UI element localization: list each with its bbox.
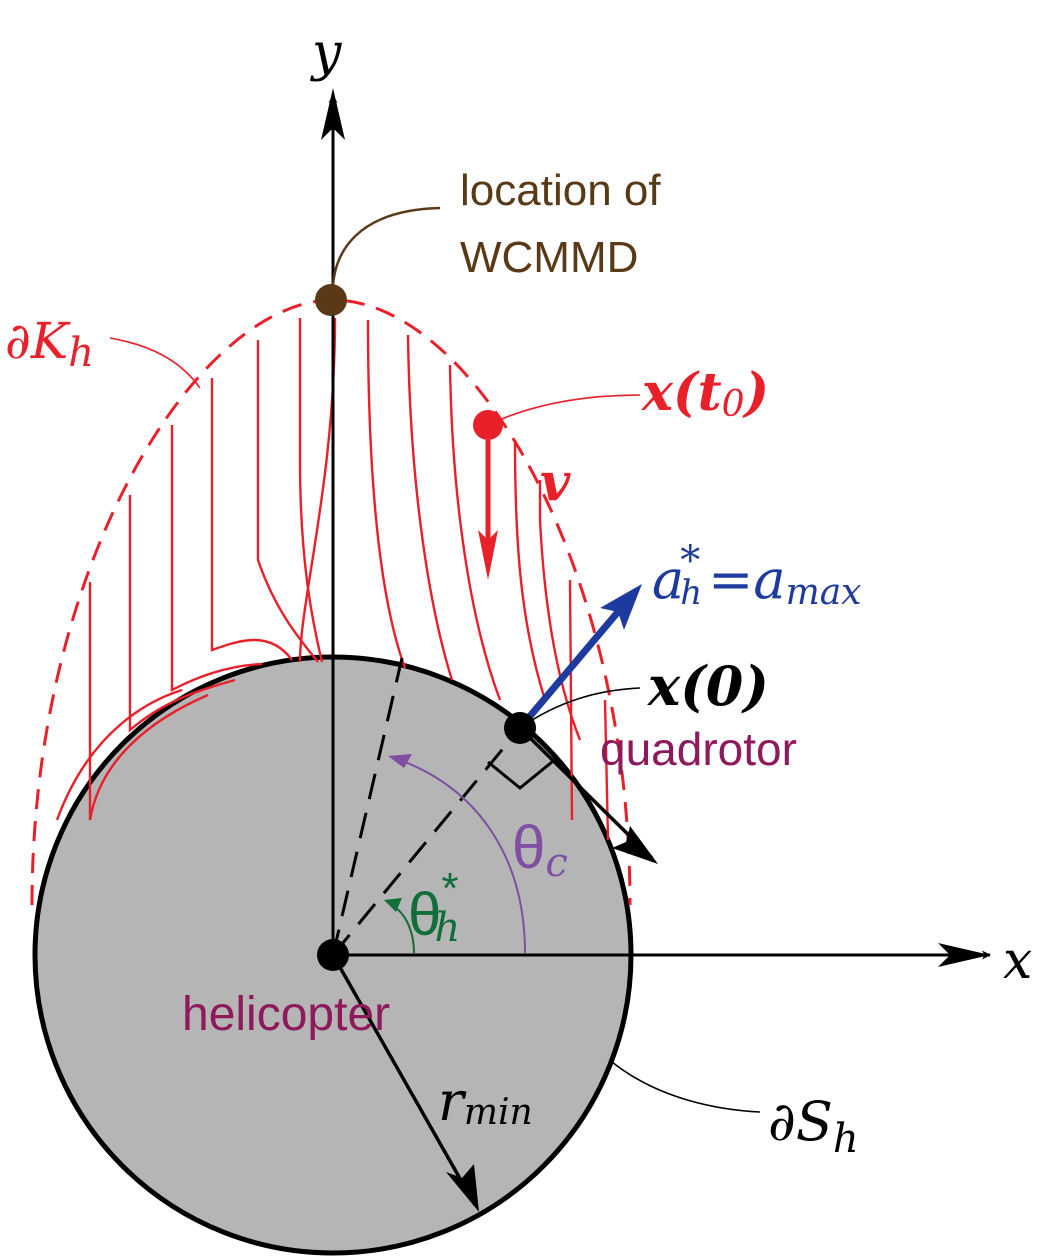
location-label-line1: location of (460, 166, 661, 215)
S-boundary-leader (611, 1061, 761, 1113)
S-boundary-label: ∂Sh (768, 1090, 859, 1162)
location-label-line2: WCMMD (460, 233, 638, 282)
helicopter-label: helicopter (182, 988, 390, 1041)
construction-lines (331, 657, 522, 956)
y-axis-label: y (310, 23, 342, 83)
initial-state-label: x(t0) (641, 362, 769, 425)
helicopter-point (317, 939, 349, 971)
quadrotor-point (504, 712, 536, 744)
tangent-arrowhead (612, 826, 658, 864)
rmin-label: rmin (438, 1070, 533, 1133)
acceleration-arrow (517, 597, 631, 731)
theta-h-label: θ*h (408, 864, 460, 951)
rmin-arrowhead (446, 1164, 479, 1212)
K-boundary-label: ∂Kh (5, 312, 94, 376)
acceleration-label: a*h=amax (652, 538, 861, 613)
theta-c-arrowhead (388, 754, 412, 768)
x0-label: x(0) (647, 654, 769, 718)
x-axis-label: x (1003, 931, 1032, 991)
theta-c-arc (399, 759, 526, 954)
wcmmd-leader (331, 206, 441, 301)
velocity-arrowhead (478, 530, 498, 580)
K-boundary-leader (109, 337, 201, 389)
velocity-label: v (540, 452, 571, 513)
theta-c-label: θc (512, 814, 568, 886)
wcmmd-point (315, 284, 347, 316)
initial-state-leader (487, 394, 641, 426)
x-axis-arrowhead (938, 943, 990, 967)
theta-h-arrowhead (384, 898, 402, 912)
rmin-radius-arrow (331, 954, 477, 1206)
y-axis-arrowhead (321, 88, 345, 140)
quadrotor-label: quadrotor (600, 723, 797, 775)
acceleration-arrowhead (600, 584, 642, 630)
right-angle-marker (487, 760, 553, 790)
initial-state-point (473, 410, 503, 440)
